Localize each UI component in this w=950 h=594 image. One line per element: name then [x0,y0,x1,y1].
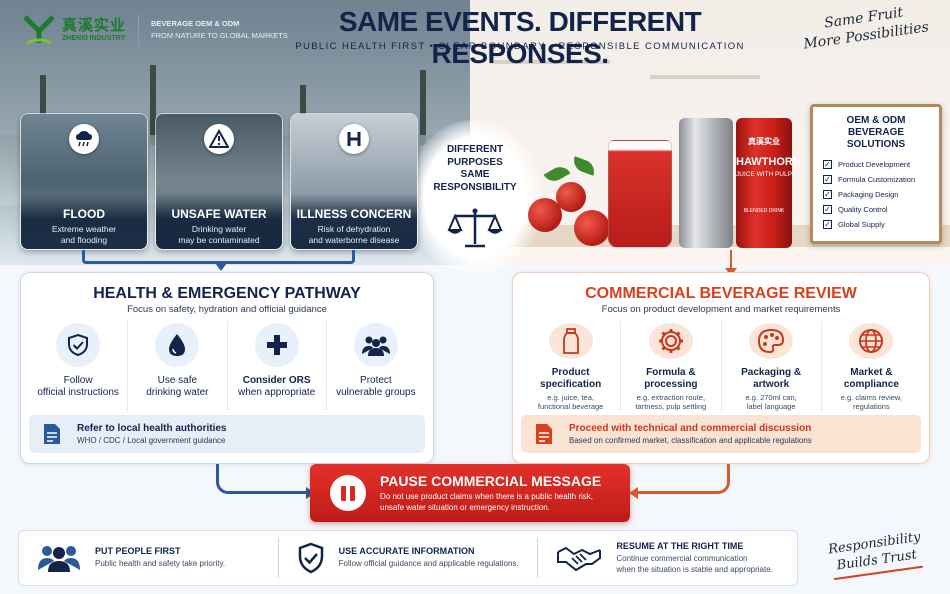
footer-subtitle: Based on confirmed market, classificatio… [569,436,812,445]
product-connector [725,250,737,276]
checkbox-icon: ✓ [823,220,832,229]
panel-title: COMMERCIAL BEVERAGE REVIEW [585,285,857,302]
event-title: FLOOD [63,207,105,221]
health-flow-arrow [216,464,315,499]
pause-desc: Do not use product claims when there is … [380,492,593,512]
principle-item: USE ACCURATE INFORMATION Follow official… [279,538,539,578]
document-icon [44,424,60,444]
checkbox-icon: ✓ [823,190,832,199]
cloud-rain-icon [69,124,99,154]
shield-check-icon [56,323,101,367]
principles-bar: PUT PEOPLE FIRST Public health and safet… [18,530,798,586]
medical-cross-icon [254,323,299,367]
bottle-icon [548,323,593,359]
juice-glass [608,140,672,248]
footer-subtitle: WHO / CDC / Local government guidance [77,436,226,445]
commercial-item: Formula &processing e.g. extraction rout… [621,321,722,411]
pause-icon [330,475,366,511]
checkbox-icon: ✓ [823,205,832,214]
panel-title: HEALTH & EMERGENCY PATHWAY [93,285,361,302]
checkbox-icon: ✓ [823,160,832,169]
principle-title: PUT PEOPLE FIRST [95,546,181,557]
water-drop-icon [155,323,200,367]
checklist-item: ✓Quality Control [823,205,888,214]
brand-tagline-2: FROM NATURE TO GLOBAL MARKETS [151,31,288,40]
palette-icon [749,323,794,359]
page-subtitle: PUBLIC HEALTH FIRST • CLEAR BOUNDARY • R… [295,41,745,52]
commercial-item: Packaging &artwork e.g. 270ml can,label … [722,321,822,411]
brand-name-en: ZHENXI INDUSTRY [62,35,126,42]
principle-title: USE ACCURATE INFORMATION [338,546,475,557]
balance-scale-icon [447,208,503,248]
principle-item: PUT PEOPLE FIRST Public health and safet… [19,538,279,578]
globe-icon [849,323,894,359]
checklist-item: ✓Product Development [823,160,911,169]
people-icon [38,546,80,572]
gear-icon [648,323,693,359]
center-halo [410,120,540,275]
silver-can [679,118,733,248]
principle-desc: Public health and safety take priority. [95,559,226,569]
commercial-footer: Proceed with technical and commercial di… [521,415,921,453]
hawthorn-can: 真溪实业 HAWTHORN JUICE WITH PULP BLENDED DR… [736,118,801,248]
brand-block: 真溪实业 ZHENXI INDUSTRY BEVERAGE OEM & ODM … [22,10,292,50]
brand-name-cn: 真溪实业 [62,17,127,34]
warning-icon [204,124,234,154]
shield-check-icon [298,542,323,574]
hospital-icon [339,124,369,154]
health-footer: Refer to local health authorities WHO / … [29,415,425,453]
brand-logo [22,13,56,47]
document-icon [536,424,552,444]
checklist-item: ✓Formula Customization [823,175,916,184]
health-pathway-panel: HEALTH & EMERGENCY PATHWAY Focus on safe… [20,272,434,464]
principle-item: RESUME AT THE RIGHT TIME Continue commer… [538,538,797,578]
slogan-bottom: Responsibility Builds Trust [812,528,940,583]
event-title: UNSAFE WATER [171,207,267,221]
pause-commercial-banner: PAUSE COMMERCIAL MESSAGE Do not use prod… [310,464,630,522]
commercial-review-panel: COMMERCIAL BEVERAGE REVIEW Focus on prod… [512,272,930,464]
principle-title: RESUME AT THE RIGHT TIME [616,541,744,552]
checklist-item: ✓Global Supply [823,220,885,229]
event-title: ILLNESS CONCERN [296,207,412,221]
brand-tagline-1: BEVERAGE OEM & ODM [151,19,240,28]
footer-title: Proceed with technical and commercial di… [569,423,812,434]
footer-title: Refer to local health authorities [77,423,227,434]
checkbox-icon: ✓ [823,175,832,184]
panel-subtitle: Focus on product development and market … [601,304,841,315]
page-title: SAME EVENTS. DIFFERENT RESPONSES. [338,6,702,69]
pause-title: PAUSE COMMERCIAL MESSAGE [380,473,602,490]
checklist-item: ✓Packaging Design [823,190,899,199]
hawthorn-fruit [574,210,610,246]
events-connector [82,250,355,271]
people-group-icon [353,323,398,367]
hawthorn-fruit [528,198,562,232]
commercial-item: Market &compliance e.g. claims review,re… [822,321,921,411]
hawthorn-fruit [556,182,586,212]
commercial-flow-arrow [629,464,730,499]
handshake-icon [557,546,602,572]
principle-desc: Follow official guidance and applicable … [338,559,519,569]
panel-subtitle: Focus on safety, hydration and official … [127,304,327,315]
center-message: DIFFERENT PURPOSES SAME RESPONSIBILITY [433,144,517,193]
